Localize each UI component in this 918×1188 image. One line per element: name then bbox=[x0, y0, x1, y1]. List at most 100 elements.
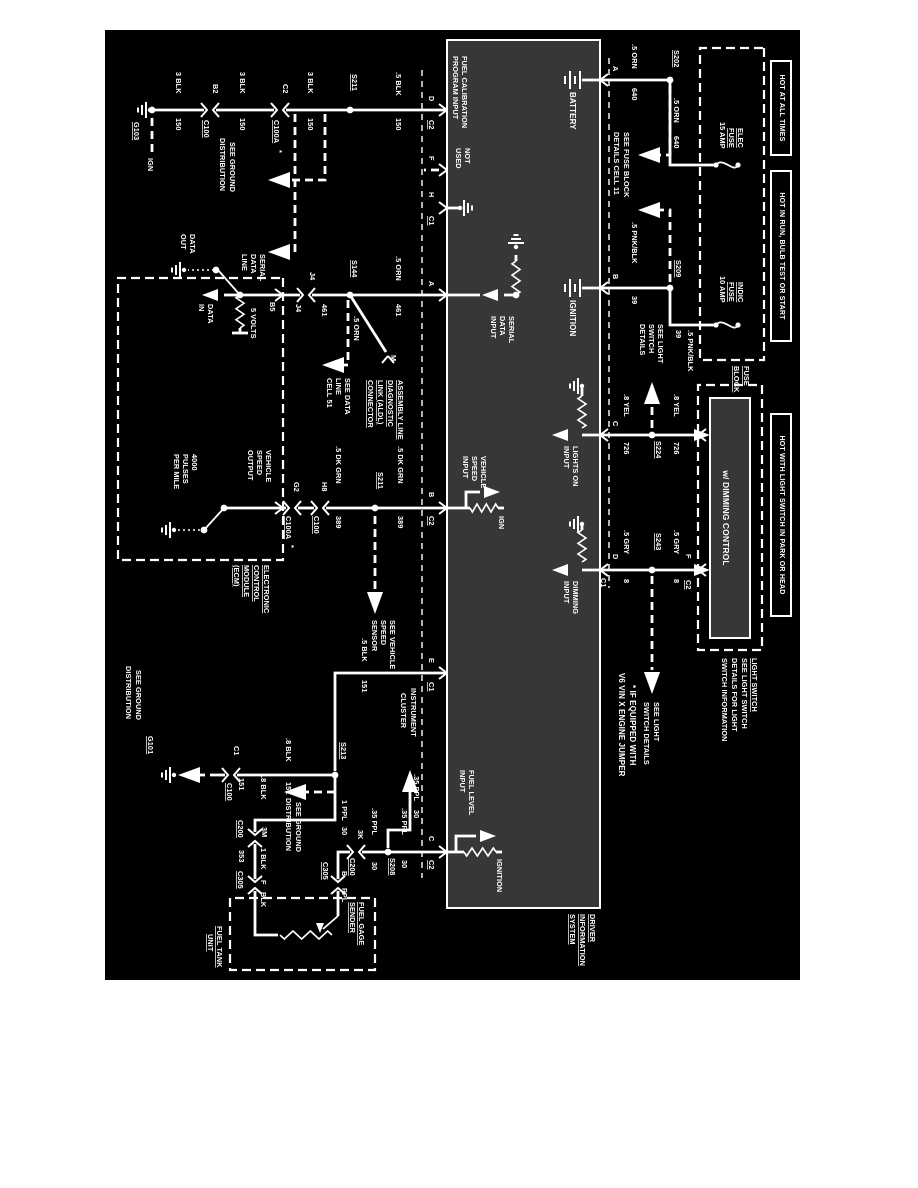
diagram-label: 150 bbox=[394, 118, 403, 130]
diagram-label: 151 bbox=[360, 680, 369, 692]
diagram-label: FUEL CALIBRATION bbox=[460, 56, 469, 128]
wire bbox=[348, 294, 388, 353]
diagram-label: FUSE bbox=[742, 366, 751, 386]
diagram-label: SEE LIGHT SWITCH bbox=[740, 658, 749, 729]
diagram-label: S224 bbox=[654, 441, 663, 459]
diagram-label: J4 bbox=[294, 304, 303, 313]
diagram-label: C100 bbox=[225, 783, 234, 801]
switch-blade bbox=[217, 269, 241, 296]
diagram-label: J4 bbox=[308, 272, 317, 281]
diagram-label: C100 bbox=[202, 120, 211, 138]
diagram-label: C100A bbox=[272, 120, 281, 144]
diagram-label: INPUT bbox=[458, 770, 467, 793]
diagram-label: DATA bbox=[206, 304, 215, 324]
diagram-label: CONNECTOR bbox=[366, 380, 375, 428]
diagram-label: .35 PPL bbox=[370, 808, 379, 836]
ground-dot bbox=[513, 244, 519, 250]
terminal-pin bbox=[438, 666, 448, 680]
wire bbox=[386, 788, 412, 848]
diagram-label: 1 BLK bbox=[259, 848, 268, 870]
flow-arrow bbox=[316, 923, 324, 933]
diagram-label: SWITCH INFORMATION bbox=[720, 658, 729, 742]
flow-arrow bbox=[694, 429, 710, 441]
inline-connector bbox=[247, 828, 263, 848]
diagram-label: SERIAL bbox=[507, 316, 516, 344]
diagram-label: 461 bbox=[394, 304, 403, 316]
diagram-label: V6 VIN X ENGINE JUMPER bbox=[617, 673, 626, 777]
diagram-label: C1 bbox=[599, 578, 608, 588]
diagram-label: NOT bbox=[463, 148, 472, 164]
diagram-label: E bbox=[427, 658, 436, 663]
ground-dot bbox=[147, 107, 153, 113]
flow-arrow bbox=[694, 564, 710, 576]
wire-dashed bbox=[660, 208, 672, 282]
diagram-label: D bbox=[611, 554, 620, 559]
splice-dot bbox=[346, 291, 354, 299]
diagram-label: LIGHTS ON bbox=[571, 446, 580, 487]
diagram-label: 8 bbox=[622, 579, 631, 583]
diagram-label: DETAILS FOR LIGHT bbox=[730, 658, 739, 732]
diagram-label: IGNITION bbox=[568, 300, 577, 336]
diagram-label: H8 bbox=[320, 482, 329, 492]
switch-blade bbox=[322, 915, 339, 930]
diagram-label: BATTERY bbox=[568, 92, 577, 130]
flow-arrow bbox=[284, 784, 306, 800]
diagram-label: CONTROL bbox=[252, 565, 261, 602]
ground-dot bbox=[171, 772, 177, 778]
inline-connector bbox=[310, 500, 330, 516]
diagram-label: C2 bbox=[427, 860, 436, 870]
terminal-pin bbox=[599, 281, 609, 295]
diagram-label: 389 bbox=[396, 516, 405, 528]
diagram-label: ELECTRONIC bbox=[262, 565, 271, 614]
inline-connector bbox=[200, 102, 220, 118]
diagram-label: FUEL LEVEL bbox=[467, 770, 476, 816]
diagram-label: A bbox=[611, 66, 620, 72]
diagram-label: ASSEMBLY LINE bbox=[396, 380, 405, 440]
flow-arrow bbox=[484, 486, 500, 498]
flow-arrow bbox=[644, 672, 660, 694]
diagram-label: .5 GRY bbox=[622, 530, 631, 554]
resistor-icon bbox=[469, 502, 499, 514]
diagram-label: H bbox=[427, 192, 436, 197]
diagram-label: SEE FUSE BLOCK bbox=[622, 132, 631, 198]
diagram-label: 5 VOLTS bbox=[249, 308, 258, 339]
diagram-label: 150 bbox=[306, 118, 315, 130]
diagram-label: M bbox=[389, 355, 398, 361]
diagram-label: F bbox=[427, 156, 436, 161]
wire bbox=[600, 286, 716, 327]
diagram-label: VEHICLE bbox=[479, 456, 488, 488]
diagram-label: IGN bbox=[497, 516, 506, 529]
terminal-pin bbox=[599, 73, 609, 87]
diagram-label: DATA bbox=[249, 254, 258, 274]
diagram-label: PER MILE bbox=[172, 454, 181, 489]
flow-arrow bbox=[482, 289, 498, 301]
diagram-label: C100A bbox=[284, 516, 293, 540]
diagram-label: SENSOR bbox=[370, 620, 379, 652]
diagram-label: SWITCH bbox=[647, 324, 656, 353]
diagram-label: S209 bbox=[674, 260, 683, 277]
diagram-label: * bbox=[287, 545, 296, 548]
splice-dot bbox=[666, 76, 674, 84]
diagram-label: DATA bbox=[498, 316, 507, 336]
flow-arrow bbox=[552, 564, 568, 576]
diagram-label: .35 PPL bbox=[412, 774, 421, 802]
diagram-label: SEE LIGHT bbox=[652, 702, 661, 742]
diagram-label: LINE bbox=[334, 378, 343, 395]
ground-icon bbox=[569, 516, 579, 532]
diagram-label: 3M bbox=[260, 827, 269, 837]
flow-arrow bbox=[480, 830, 496, 842]
diagram-label: D bbox=[427, 96, 436, 101]
switch-blade bbox=[203, 507, 225, 531]
diagram-label: .5 BLK bbox=[360, 638, 369, 662]
diagram-label: LIGHT SWITCH bbox=[750, 658, 759, 712]
diagram-label: * IF EQUIPPED WITH bbox=[628, 685, 637, 766]
resistor-icon bbox=[279, 929, 333, 941]
diagram-label: SPEED bbox=[255, 450, 264, 475]
splice-dot bbox=[384, 848, 392, 856]
wire bbox=[464, 490, 480, 508]
flow-arrow bbox=[178, 767, 200, 783]
diagram-label: * bbox=[275, 150, 284, 153]
diagram-label: 15 AMP bbox=[718, 122, 727, 149]
inline-connector bbox=[296, 287, 316, 303]
diagram-label: SERIAL bbox=[258, 254, 267, 282]
